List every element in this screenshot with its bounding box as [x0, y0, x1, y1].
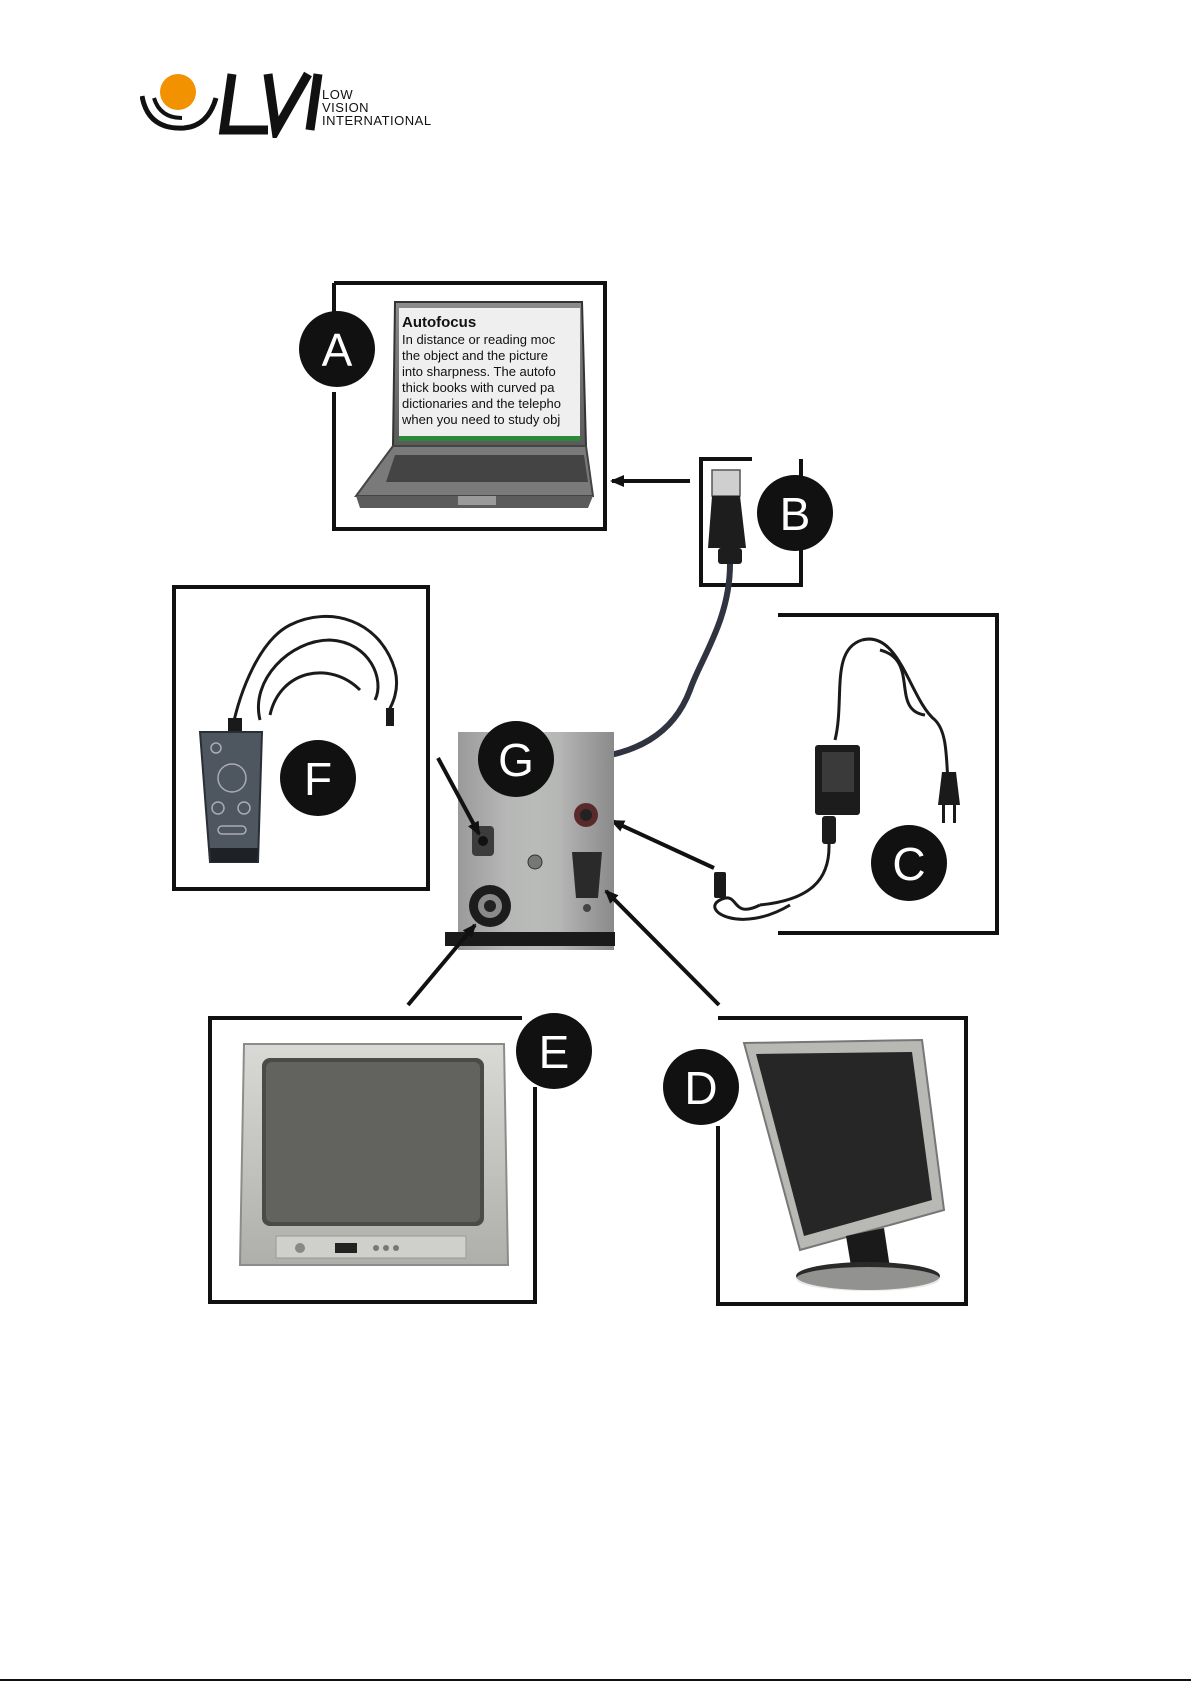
- screen-line: dictionaries and the telepho: [402, 396, 578, 412]
- arrow-e-to-g: [408, 925, 475, 1005]
- lcd-monitor-icon: [744, 1040, 944, 1291]
- label-a: A: [322, 324, 353, 376]
- usb-cable: [560, 564, 730, 760]
- label-c: C: [892, 838, 925, 890]
- label-badge-g: G: [478, 721, 554, 797]
- usb-plug-icon: [708, 470, 746, 564]
- screen-line: thick books with curved pa: [402, 380, 578, 396]
- remote-control-icon: [200, 616, 397, 862]
- label-badge-b: B: [757, 475, 833, 551]
- screen-line: the object and the picture: [402, 348, 578, 364]
- label-g: G: [498, 734, 534, 786]
- label-f: F: [304, 753, 332, 805]
- label-badge-c: C: [871, 825, 947, 901]
- box-e-tv: [210, 1018, 535, 1302]
- screen-line: when you need to study obj: [402, 412, 578, 428]
- label-badge-d: D: [663, 1049, 739, 1125]
- screen-line: into sharpness. The autofo: [402, 364, 578, 380]
- panel-g-connectors: [408, 732, 719, 1005]
- label-b: B: [780, 488, 811, 540]
- label-e: E: [539, 1026, 570, 1078]
- screen-title: Autofocus: [402, 314, 578, 332]
- arrow-d-to-g: [606, 891, 719, 1005]
- laptop-screen-text: Autofocus In distance or reading moc the…: [402, 314, 578, 436]
- crt-tv-icon: [240, 1044, 508, 1265]
- footer-rule: [0, 1679, 1191, 1681]
- label-badge-f: F: [280, 740, 356, 816]
- label-d: D: [684, 1062, 717, 1114]
- box-f-remote: [174, 587, 428, 889]
- label-badge-a: A: [299, 311, 375, 387]
- box-d-monitor: [718, 1018, 966, 1304]
- arrow-c-to-g: [612, 821, 714, 868]
- screen-line: In distance or reading moc: [402, 332, 578, 348]
- label-badge-e: E: [516, 1013, 592, 1089]
